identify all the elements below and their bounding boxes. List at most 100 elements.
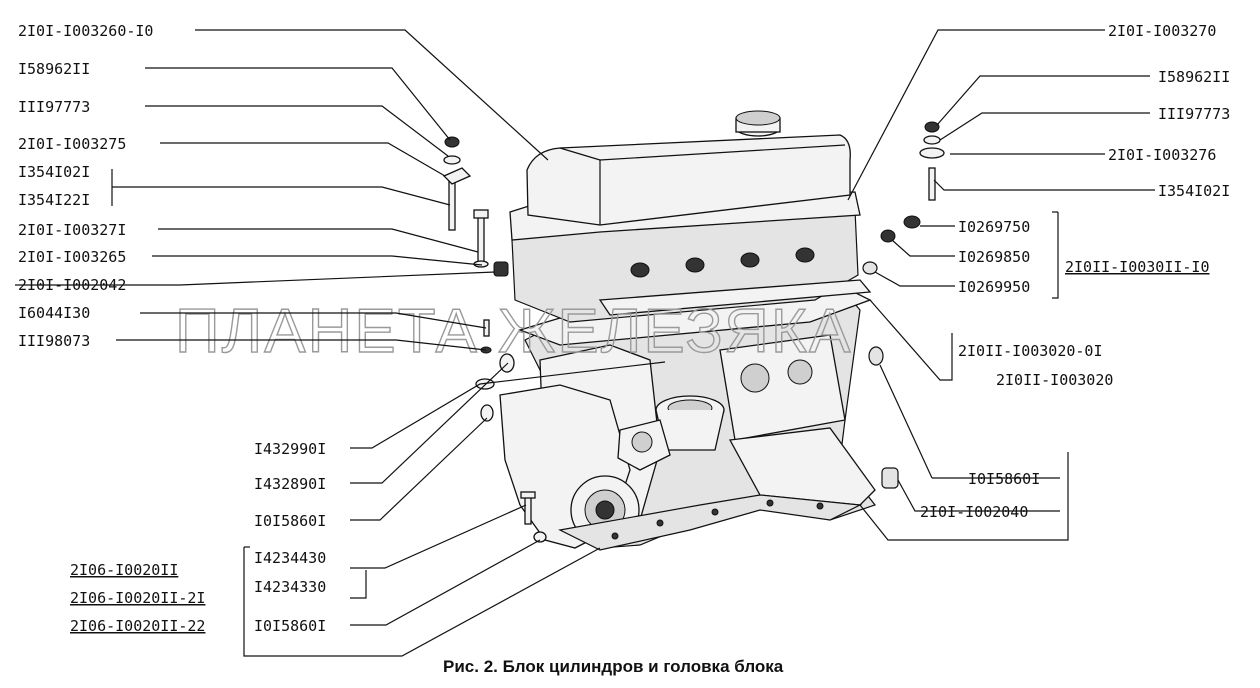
leader-head-washer [152,255,483,266]
label-2106-1002011-22: 2I06-I0020II-22 [70,617,205,635]
bracket-lower-bolts [350,570,367,599]
label-10158601-b: I0I5860I [968,470,1040,488]
label-14234330: I4234330 [254,578,326,596]
plug-lower [533,531,547,543]
bolt-lower [524,495,532,525]
leader-plug-lower [350,539,541,626]
bracket-plugs [1052,212,1059,299]
labels: 2I0I-I003260-I0 I58962II III97773 2I0I-I… [18,22,1230,635]
label-11197773-right: III97773 [1158,105,1230,123]
label-2101-1003020: 2I0II-I003020 [996,371,1113,389]
washer-left [443,155,461,165]
leader-plate-left [160,142,446,177]
label-16044130: I6044I30 [18,304,90,322]
label-11198073: III98073 [18,332,90,350]
figure-caption: Рис. 2. Блок цилиндров и головка блока [443,657,784,676]
plug-left-3 [480,404,494,422]
label-10269750: I0269750 [958,218,1030,236]
label-2101-1003271: 2I0I-I00327I [18,221,126,239]
leader-rear-sleeve [897,479,1060,512]
label-2101-1003011-10: 2I0II-I0030II-I0 [1065,258,1210,276]
core-plug-2 [787,359,813,385]
leader-small-bolt [140,312,487,329]
dowel-sleeve [493,261,509,277]
label-2106-1002011: 2I06-I0020II [70,561,178,579]
leader-nut-right [936,75,1150,126]
label-2101-1003265: 2I0I-I003265 [18,248,126,266]
leader-washer-right [939,112,1150,141]
leader-block-head [869,299,953,381]
nut-right [924,121,940,133]
leader-plug-side [879,364,933,479]
label-2101-1002042: 2I0I-I002042 [18,276,126,294]
leader-plug-left-3 [350,417,488,521]
label-1354102-left: I354I02I [18,163,90,181]
leader-plug-2 [891,239,955,257]
leader-stud-left [112,186,451,206]
label-2106-1002011-21: 2I06-I0020II-2I [70,589,205,607]
label-2101-1003020-01: 2I0II-I003020-0I [958,342,1103,360]
fuel-pump-bore [631,431,653,453]
leader-nut-left [145,67,451,141]
leader-plug-3 [874,271,955,287]
leader-block-assembly [243,547,601,657]
watermark: ПЛАНЕТА ЖЕЛЕЗЯКА [175,297,852,366]
stud-right [928,167,936,201]
leader-dowel [15,271,496,286]
leader-valve-cover [195,29,549,161]
label-10158601-a: I0I5860I [254,512,326,530]
head-ports [630,247,815,278]
washer-right [923,135,941,145]
head-bolt [477,214,485,266]
label-11197773-left: III97773 [18,98,90,116]
manifold-gasket [598,279,872,316]
nut-left [444,136,460,148]
plug-3 [862,261,878,275]
label-2101-1002040: 2I0I-I002040 [920,503,1028,521]
plug-side [868,346,884,366]
label-15896211-left: I58962II [18,60,90,78]
plug-2 [880,229,896,243]
label-14329901: I432990I [254,440,326,458]
engine-drawing [442,110,945,551]
leader-gasket [350,361,666,449]
leader-washer-left [145,105,449,157]
label-1354102-right: I354I02I [1158,182,1230,200]
label-2101-1003260-10: 2I0I-I003260-I0 [18,22,153,40]
bolt-lower-head [520,491,536,499]
label-10158601-c: I0I5860I [254,617,326,635]
leader-block-right [859,504,1069,541]
plate-right [919,147,945,159]
leader-bolt-lower-a [350,504,527,569]
label-2101-1003270: 2I0I-I003270 [1108,22,1216,40]
leader-lines [15,29,1155,657]
core-plug-1 [740,363,770,393]
valve-cover-ridge [599,144,846,161]
head-bolt-head [473,209,489,219]
label-10269950: I0269950 [958,278,1030,296]
oil-filler-top [735,110,781,126]
plate-left [442,167,472,185]
leader-small-washer [116,339,487,351]
leader-plug-left-1 [350,362,509,484]
engine-mount-bracket [728,427,876,506]
label-15896211-right: I58962II [1158,68,1230,86]
crankshaft-hole [595,500,615,520]
label-2101-1003276: 2I0I-I003276 [1108,146,1216,164]
leader-stud-right [933,179,1155,191]
plug-1 [903,215,921,229]
label-14328901: I432890I [254,475,326,493]
leader-head-bolt [158,228,479,253]
label-10269850: I0269850 [958,248,1030,266]
label-14234430: I4234430 [254,549,326,567]
flange-bolts [611,499,824,540]
block-rear-face [719,334,846,441]
label-1354122: I354I22I [18,191,90,209]
oil-pan-flange [558,494,863,551]
valve-cover [526,134,851,226]
leader-head-right [847,29,1105,201]
rear-sleeve [881,467,899,489]
label-2101-1003275: 2I0I-I003275 [18,135,126,153]
